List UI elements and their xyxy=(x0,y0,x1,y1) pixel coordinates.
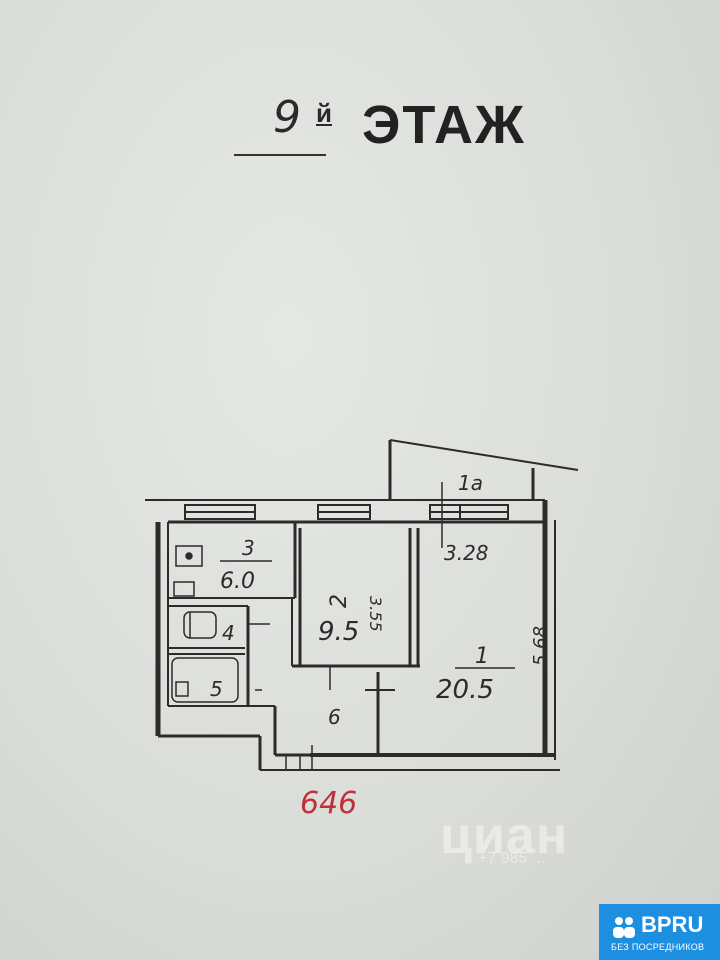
red-annotation: 646 xyxy=(300,786,358,821)
floor-number: 9 xyxy=(273,92,301,143)
watermark-text: циан xyxy=(440,807,569,865)
room-2-dimension: 3.55 xyxy=(366,596,385,632)
room-3-area: 6.0 xyxy=(220,569,255,594)
room-5-number: 5 xyxy=(210,677,223,701)
logo-tagline: БЕЗ ПОСРЕДНИКОВ xyxy=(611,942,705,952)
sink-icon xyxy=(173,581,195,597)
people-icon xyxy=(613,917,635,938)
room-1-dimension: 5.68 xyxy=(530,626,551,666)
stove-icon xyxy=(175,545,203,567)
windows xyxy=(184,504,509,520)
floor-number-underline xyxy=(234,154,326,156)
room-3-number: 3 xyxy=(242,536,255,560)
room-labels: 3 6.0 2 9.5 3.55 1а 3.28 1 20.5 5.68 4 5… xyxy=(210,471,551,729)
watermark-phone: +7 985 ... xyxy=(478,850,546,867)
room-1a-area: 3.28 xyxy=(444,541,489,565)
toilet-icon xyxy=(183,611,217,639)
floor-suffix: й xyxy=(316,98,332,128)
room-1a-number: 1а xyxy=(458,471,483,495)
room-2-area: 9.5 xyxy=(318,617,359,647)
fixtures xyxy=(171,545,239,703)
room-1-area: 20.5 xyxy=(436,675,494,705)
logo-name: BPRU xyxy=(641,912,704,937)
floor-header: 9 й ЭТАЖ xyxy=(230,88,550,168)
room-6-number: 6 xyxy=(328,705,341,729)
room-4-number: 4 xyxy=(222,621,235,645)
room-2-number: 2 xyxy=(327,594,352,608)
bpru-logo[interactable]: BPRU БЕЗ ПОСРЕДНИКОВ xyxy=(599,904,720,960)
floor-word: ЭТАЖ xyxy=(362,95,526,155)
outer-walls xyxy=(145,439,579,771)
room-1-number: 1 xyxy=(475,644,489,669)
interior-walls xyxy=(167,482,443,770)
bathtub-icon xyxy=(171,657,239,703)
